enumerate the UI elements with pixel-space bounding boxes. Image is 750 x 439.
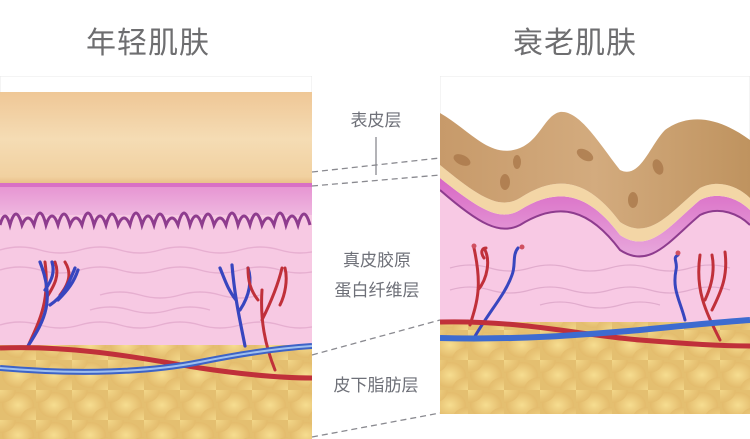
vein-aged [440, 317, 750, 342]
dermal-papillae-line [0, 211, 312, 231]
title-aged-skin: 衰老肌肤 [513, 26, 637, 61]
label-epidermis: 表皮层 [350, 111, 402, 131]
epidermis-layer-aged [440, 111, 750, 229]
artery-aged [440, 319, 750, 349]
young-skin-illustration [0, 76, 312, 439]
fat-layer-young [0, 340, 312, 439]
label-dermis-line2: 蛋白纤维层 [334, 281, 420, 301]
label-subcutaneous-fat: 皮下脂肪层 [333, 376, 419, 396]
aged-skin-illustration [440, 76, 750, 439]
epidermis-layer-young [0, 92, 312, 186]
label-dermis-line1: 真皮胶原 [343, 251, 411, 271]
dermis-layer-aged [440, 190, 750, 322]
title-young-skin: 年轻肌肤 [86, 26, 210, 61]
